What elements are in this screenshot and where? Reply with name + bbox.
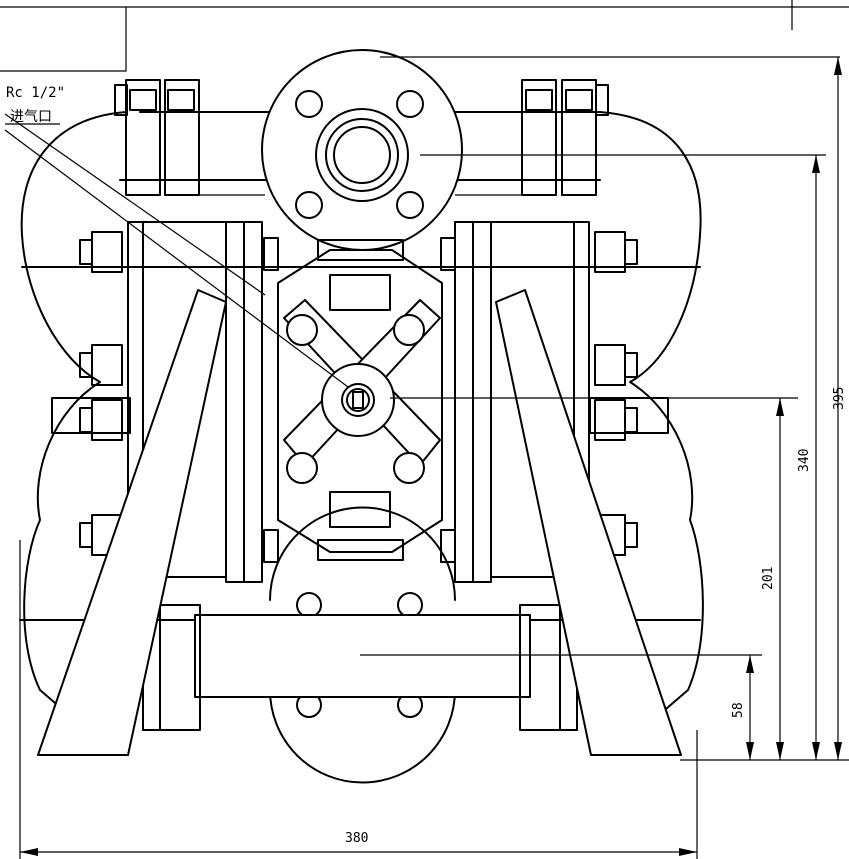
lower-manifold (142, 604, 578, 731)
flange-column-right (455, 79, 609, 196)
chamber-plates (51, 221, 669, 583)
overall-width-label: 380 (345, 831, 368, 846)
lower-height-label: 201 (761, 567, 776, 590)
bolts-right (594, 231, 638, 556)
air-inlet-height-label: 340 (797, 449, 812, 472)
support-legs (37, 289, 682, 756)
vertical-dimensions: 395 340 201 58 (360, 56, 849, 761)
bolts-left (79, 231, 123, 556)
top-flange (261, 49, 463, 251)
overall-height-label: 395 (832, 387, 847, 410)
air-inlet-thread-label: Rc 1/2" (6, 85, 65, 101)
air-inlet-label: 进气口 (10, 109, 52, 125)
outlet-height-label: 58 (731, 702, 746, 718)
bolts-inner (263, 237, 456, 563)
air-inlet-callout: Rc 1/2" 进气口 (4, 85, 349, 388)
center-body (277, 239, 443, 561)
dimension-overall-width: 380 (19, 540, 698, 859)
drawing-frame (0, 0, 849, 72)
x-cross-frame (283, 299, 441, 484)
bottom-flange (269, 506, 456, 784)
flange-column-left (114, 79, 265, 196)
